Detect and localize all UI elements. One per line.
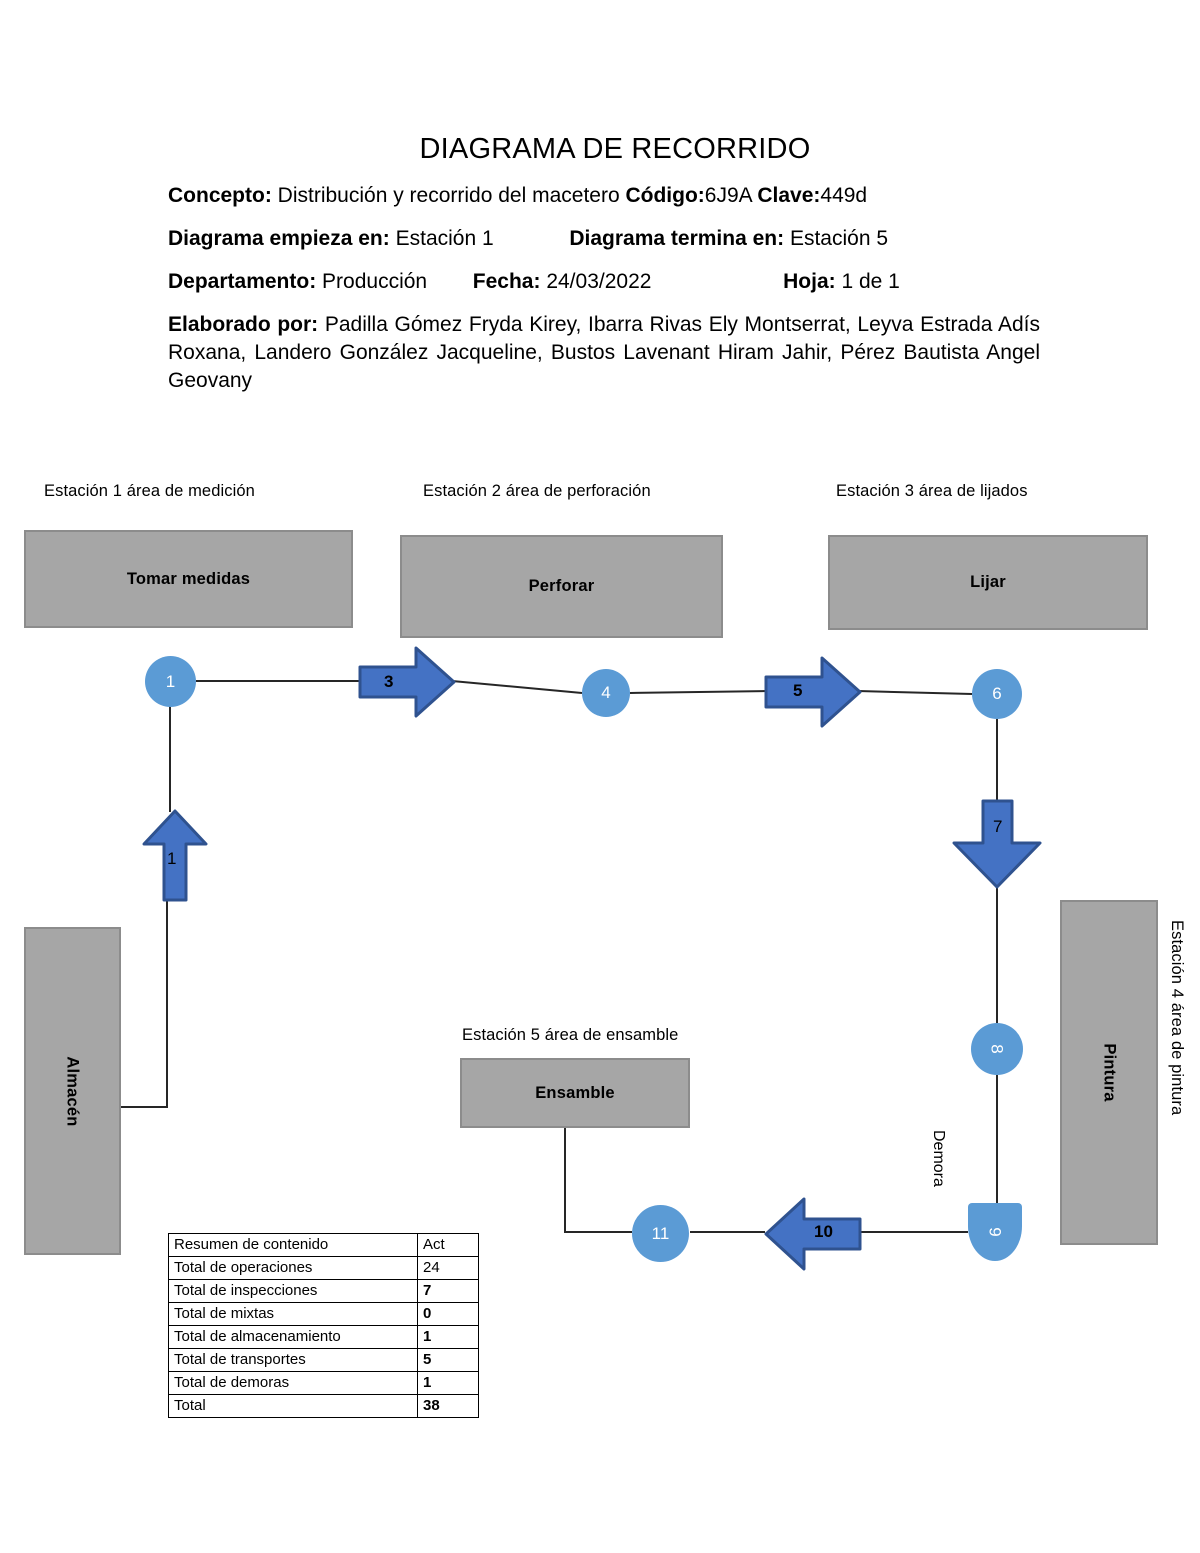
summary-row-value: 38: [417, 1394, 479, 1418]
concepto-label: Concepto:: [168, 183, 272, 207]
warehouse-area-box: Almacén: [24, 927, 121, 1255]
summary-row-label: Total de operaciones: [168, 1256, 418, 1280]
summary-row-value: 7: [417, 1279, 479, 1303]
departamento-value: Producción: [322, 269, 428, 293]
empieza-label: Diagrama empieza en:: [168, 226, 390, 250]
page-title: DIAGRAMA DE RECORRIDO: [419, 133, 811, 165]
operation-node-6-label: 6: [992, 684, 1002, 703]
summary-row-label: Resumen de contenido: [168, 1233, 418, 1257]
operation-node-6[interactable]: 6: [972, 669, 1022, 719]
station-5-box-label: Ensamble: [535, 1083, 615, 1102]
station-2-caption: Estación 2 área de perforación: [423, 482, 651, 500]
hoja-label: Hoja:: [783, 269, 836, 293]
station-1-box-label: Tomar medidas: [126, 569, 251, 588]
station-5-caption: Estación 5 área de ensamble: [462, 1026, 679, 1044]
summary-row-label: Total de almacenamiento: [168, 1325, 418, 1349]
termina-value: Estación 5: [789, 226, 889, 250]
station-4-box-label: Pintura: [1100, 1043, 1119, 1102]
clave-label: Clave:: [757, 183, 821, 207]
station-4-caption: Estación 4 área de pintura: [1168, 920, 1186, 1116]
station-5-area-box: Ensamble: [460, 1058, 690, 1128]
summary-row-label: Total: [168, 1394, 418, 1418]
transport-arrow-1-label: 1: [167, 849, 177, 868]
fecha-value: 24/03/2022: [546, 269, 652, 293]
station-1-caption: Estación 1 área de medición: [44, 482, 255, 500]
station-4-area-box: Pintura: [1060, 900, 1158, 1245]
inicio-fin-line: Diagrama empieza en: Estación 1 Diagrama…: [168, 226, 1048, 253]
concepto-line: Concepto: Distribución y recorrido del m…: [168, 183, 1048, 210]
warehouse-box-label: Almacén: [64, 1055, 82, 1127]
transport-arrow-10[interactable]: 10: [763, 1195, 863, 1273]
hoja-value: 1 de 1: [841, 269, 900, 293]
summary-row-label: Total de transportes: [168, 1348, 418, 1372]
termina-label: Diagrama termina en:: [569, 226, 785, 250]
operation-node-8[interactable]: 8: [971, 1023, 1023, 1075]
empieza-value: Estación 1: [395, 226, 494, 250]
operation-node-11[interactable]: 11: [632, 1205, 689, 1262]
transport-arrow-7[interactable]: 7: [950, 798, 1046, 890]
summary-row-label: Total de demoras: [168, 1371, 418, 1395]
delay-node-9-label: 9: [986, 1227, 1005, 1237]
operation-node-11-label: 11: [651, 1223, 670, 1243]
demora-text: Demora: [930, 1130, 947, 1187]
elaborado-por-line: Elaborado por: Padilla Gómez Fryda Kirey…: [168, 311, 1040, 395]
operation-node-1-label: 1: [165, 671, 176, 691]
transport-arrow-5-label: 5: [793, 681, 803, 700]
transport-arrow-5[interactable]: 5: [764, 655, 864, 730]
transport-arrow-1[interactable]: 1: [140, 808, 210, 903]
departamento-label: Departamento:: [168, 269, 317, 293]
summary-row-value: Act: [417, 1233, 479, 1257]
station-2-area-box: Perforar: [400, 535, 723, 638]
station-3-area-box: Lijar: [828, 535, 1148, 630]
summary-row-value: 5: [417, 1348, 479, 1372]
transport-arrow-3-label: 3: [384, 672, 394, 691]
summary-row-label: Total de mixtas: [168, 1302, 418, 1326]
delay-node-9[interactable]: 9: [968, 1203, 1022, 1261]
summary-row-value: 1: [417, 1371, 479, 1395]
operation-node-4-label: 4: [601, 683, 611, 702]
transport-arrow-3[interactable]: 3: [358, 645, 458, 720]
summary-row-value: 1: [417, 1325, 479, 1349]
transport-arrow-7-label: 7: [993, 817, 1003, 836]
station-3-box-label: Lijar: [970, 573, 1006, 591]
station-2-box-label: Perforar: [528, 577, 595, 595]
codigo-label: Código:: [625, 183, 705, 207]
summary-row-value: 24: [417, 1256, 479, 1280]
clave-value: 449d: [820, 183, 868, 207]
transport-arrow-10-label: 10: [814, 1222, 833, 1241]
document-header: DIAGRAMA DE RECORRIDO Concepto: Distribu…: [168, 132, 1048, 395]
station-3-caption: Estación 3 área de lijados: [836, 482, 1028, 500]
summary-row-value: 0: [417, 1302, 479, 1326]
summary-row-label: Total de inspecciones: [168, 1279, 418, 1303]
elaborado-label: Elaborado por:: [168, 313, 319, 337]
concepto-value: Distribución y recorrido del macetero: [277, 183, 620, 207]
operation-node-1[interactable]: 1: [145, 656, 196, 707]
operation-node-4[interactable]: 4: [582, 669, 630, 717]
elaborado-value: Padilla Gómez Fryda Kirey, Ibarra Rivas …: [168, 313, 1040, 393]
departamento-line: Departamento: Producción Fecha: 24/03/20…: [168, 269, 1048, 296]
operation-node-8-label: 8: [988, 1044, 1007, 1054]
fecha-label: Fecha:: [472, 269, 541, 293]
station-1-area-box: Tomar medidas: [24, 530, 353, 628]
codigo-value: 6J9A: [704, 183, 752, 207]
